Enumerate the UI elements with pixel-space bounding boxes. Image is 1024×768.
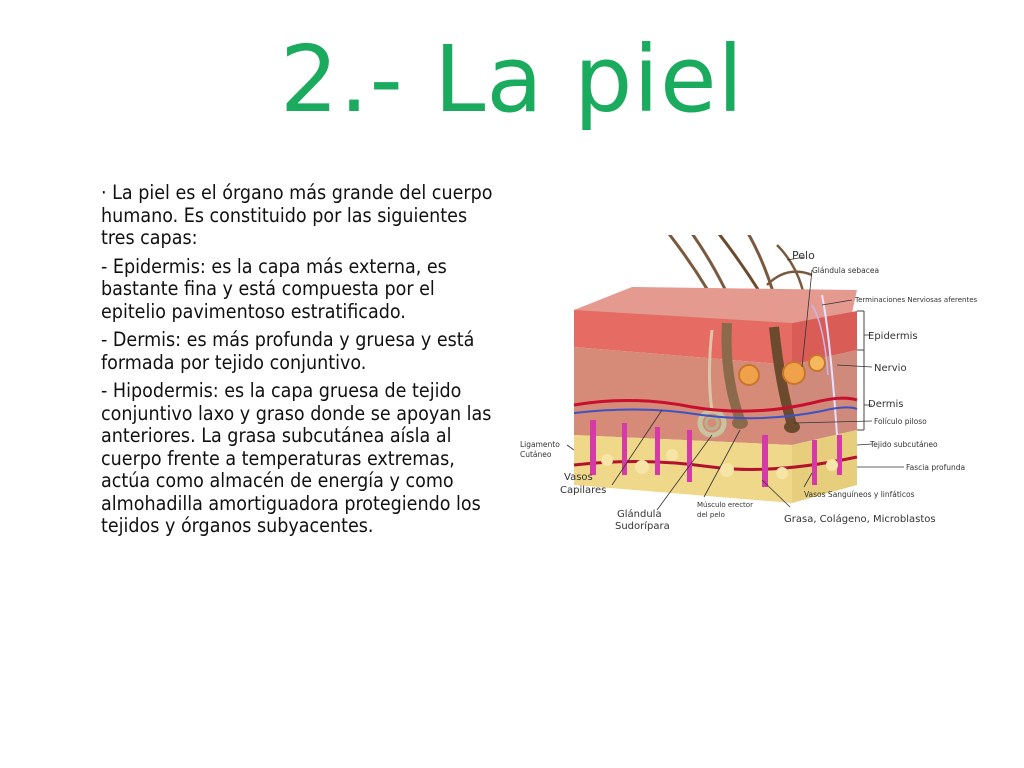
label-ligamento-1: Ligamento bbox=[520, 440, 560, 449]
hipodermis-paragraph: - Hipodermis: es la capa gruesa de tejid… bbox=[101, 379, 492, 537]
label-pelo: Pelo bbox=[792, 249, 815, 262]
label-dermis: Dermis bbox=[868, 399, 904, 410]
label-grasa: Grasa, Colágeno, Microblastos bbox=[784, 513, 936, 525]
label-fascia: Fascia profunda bbox=[906, 463, 965, 472]
label-vasos-sanguineos: Vasos Sanguíneos y linfáticos bbox=[804, 490, 915, 499]
label-nervio: Nervio bbox=[874, 363, 907, 374]
label-foliculo: Folículo piloso bbox=[874, 417, 927, 426]
label-vasos-capilares-2: Capilares bbox=[560, 485, 606, 496]
label-terminaciones: Terminaciones Nerviosas aferentes bbox=[854, 296, 978, 304]
label-vasos-capilares-1: Vasos bbox=[564, 472, 593, 483]
intro-paragraph: · La piel es el órgano más grande del cu… bbox=[101, 181, 493, 249]
label-tejido-subcutaneo: Tejido subcutáneo bbox=[869, 440, 938, 449]
skin-diagram: Pelo Glándula sebacea Terminaciones Nerv… bbox=[512, 235, 1012, 545]
slide-body: · La piel es el órgano más grande del cu… bbox=[101, 181, 493, 544]
slide-title: 2.- La piel bbox=[279, 26, 745, 133]
label-musculo-del-pelo: del pelo bbox=[697, 511, 725, 519]
label-ligamento-2: Cutáneo bbox=[520, 450, 552, 459]
epidermis-paragraph: - Epidermis: es la capa más externa, es … bbox=[101, 254, 447, 323]
label-glandula-sudoripara-2: Sudorípara bbox=[615, 520, 670, 532]
label-glandula-sudoripara-1: Glándula bbox=[617, 508, 662, 520]
label-glandula-sebacea: Glándula sebacea bbox=[812, 266, 879, 275]
label-epidermis: Epidermis bbox=[868, 331, 918, 342]
dermis-paragraph: - Dermis: es más profunda y gruesa y est… bbox=[101, 328, 475, 374]
label-musculo-erector: Músculo erector bbox=[697, 501, 753, 509]
